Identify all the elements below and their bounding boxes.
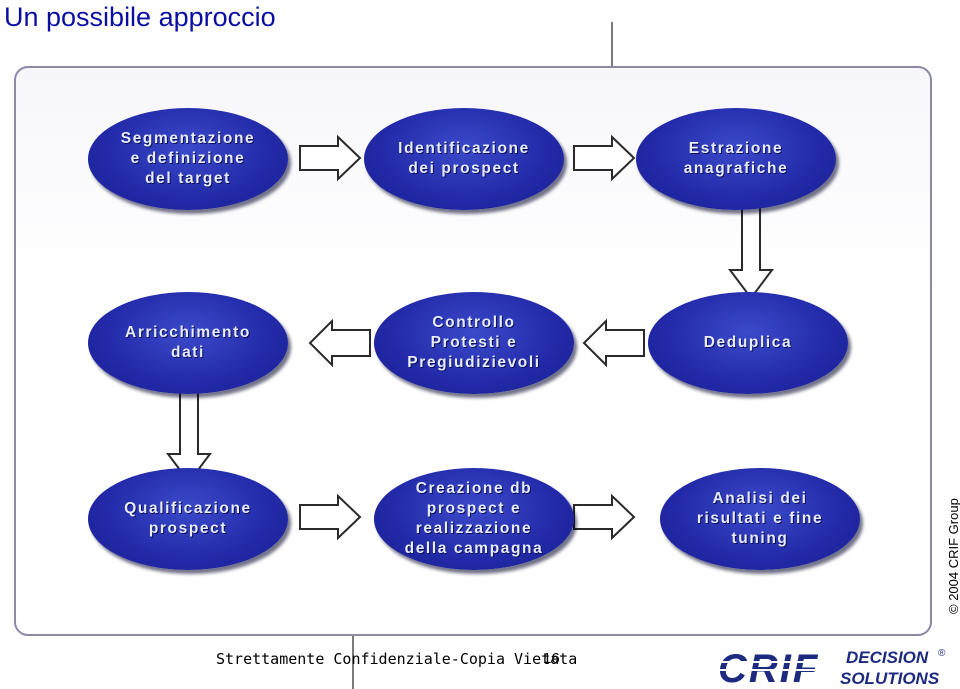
node-estrazione: Estrazione anagrafiche (636, 108, 836, 210)
node-label: Analisi dei risultati e fine tuning (696, 490, 824, 547)
arrow-down-1 (728, 201, 774, 300)
node-label: Identificazione dei prospect (398, 140, 530, 177)
divider-line-bottom (352, 604, 354, 689)
node-arricchimento: Arricchimento dati (88, 292, 288, 394)
node-label: Qualificazione prospect (124, 500, 252, 537)
arrow-right-4 (573, 493, 636, 541)
node-label: Estrazione anagrafiche (683, 140, 789, 177)
crif-logo: CRIF DECISION ® SOLUTIONS (716, 647, 946, 688)
node-qualificazione: Qualificazione prospect (88, 468, 288, 570)
node-segmentazione: Segmentazione e definizione del target (88, 108, 288, 210)
arrow-left-1 (308, 318, 371, 368)
node-analisi: Analisi dei risultati e fine tuning (660, 468, 860, 570)
node-controllo: Controllo Protesti e Pregiudizievoli (374, 292, 574, 394)
logo-reg: ® (938, 648, 946, 659)
arrow-left-2 (582, 318, 645, 368)
confidentiality-footer: Strettamente Confidenziale-Copia Vietata (216, 650, 578, 668)
logo-brand: CRIF (718, 647, 819, 688)
node-deduplica: Deduplica (648, 292, 848, 394)
page-title: Un possibile approccio (4, 2, 276, 32)
arrow-right-3 (299, 493, 362, 541)
node-label: Segmentazione e definizione del target (120, 130, 256, 187)
page-number: 16 (543, 650, 560, 667)
node-creazione: Creazione db prospect e realizzazione de… (374, 468, 574, 570)
arrow-right-1 (299, 134, 362, 182)
node-identificazione: Identificazione dei prospect (364, 108, 564, 210)
node-label: Arricchimento dati (125, 324, 251, 361)
logo-line1: DECISION (846, 648, 929, 667)
logo-line2: SOLUTIONS (840, 669, 940, 688)
arrow-right-2 (573, 134, 636, 182)
copyright-text: © 2004 CRIF Group (946, 498, 960, 614)
node-label: Controllo Protesti e Pregiudizievoli (407, 314, 541, 371)
divider-line-top (611, 22, 613, 92)
node-label: Creazione db prospect e realizzazione de… (404, 480, 544, 557)
node-label: Deduplica (703, 334, 793, 351)
